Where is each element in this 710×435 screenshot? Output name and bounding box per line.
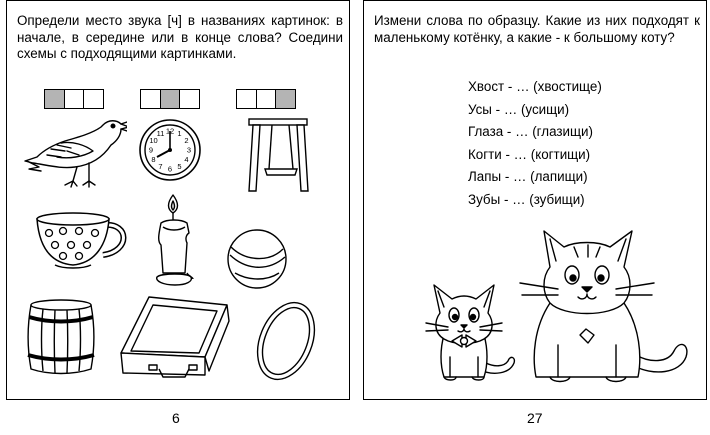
scheme-cell — [63, 89, 85, 109]
left-page: Определи место звука [ч] в названиях кар… — [6, 0, 350, 400]
barrel-picture[interactable] — [23, 297, 99, 377]
word-item: Лапы - … (лапищи) — [468, 169, 588, 184]
candle-picture[interactable] — [153, 193, 197, 289]
word-list: Хвост - … (хвостище) Усы - … (усищи) Гла… — [468, 76, 602, 211]
clock-number: 3 — [187, 146, 191, 155]
word-item: Усы - … (усищи) — [468, 101, 570, 117]
scheme-cell — [275, 89, 297, 109]
clock-number: 6 — [168, 165, 172, 174]
right-task-text: Измени слова по образцу. Какие из них по… — [374, 13, 700, 45]
right-page-number: 27 — [527, 410, 543, 426]
clock-number: 5 — [177, 162, 181, 171]
clock-picture[interactable]: 121234567891011 — [137, 117, 203, 183]
clock-number: 11 — [157, 129, 165, 138]
swing-picture[interactable] — [247, 117, 313, 195]
word-item: Когти - … (когтищи) — [468, 146, 591, 162]
scheme-cell — [139, 89, 161, 109]
hoop-picture[interactable] — [249, 297, 323, 385]
clock-number: 7 — [158, 162, 162, 171]
scheme-cell — [179, 89, 201, 109]
left-task-text: Определи место звука [ч] в названиях кар… — [17, 13, 343, 61]
sound-scheme-middle[interactable] — [139, 89, 201, 109]
sound-scheme-start[interactable] — [43, 89, 105, 109]
scheme-cell — [159, 89, 181, 109]
scheme-cell — [43, 89, 65, 109]
clock-number: 8 — [151, 155, 155, 164]
clock-number: 10 — [149, 136, 157, 145]
word-item: Зубы - … (зубищи) — [468, 191, 585, 207]
clock-number: 9 — [149, 146, 153, 155]
cup-picture[interactable] — [33, 209, 131, 271]
suitcase-picture[interactable] — [119, 291, 233, 381]
kitten-picture[interactable] — [418, 273, 526, 385]
word-item: Хвост - … (хвостище) — [468, 79, 602, 94]
clock-number: 1 — [177, 129, 181, 138]
ball-picture[interactable] — [225, 227, 289, 291]
left-page-number: 6 — [172, 410, 180, 426]
clock-number: 4 — [184, 155, 188, 164]
sound-scheme-end[interactable] — [235, 89, 297, 109]
clock-number: 2 — [184, 136, 188, 145]
word-item: Глаза - … (глазищи) — [468, 124, 593, 139]
scheme-cell — [235, 89, 257, 109]
right-page: Измени слова по образцу. Какие из них по… — [363, 0, 707, 400]
scheme-cell — [255, 89, 277, 109]
scheme-cell — [83, 89, 105, 109]
big-cat-picture[interactable] — [514, 217, 694, 385]
crow-picture[interactable] — [21, 111, 127, 191]
